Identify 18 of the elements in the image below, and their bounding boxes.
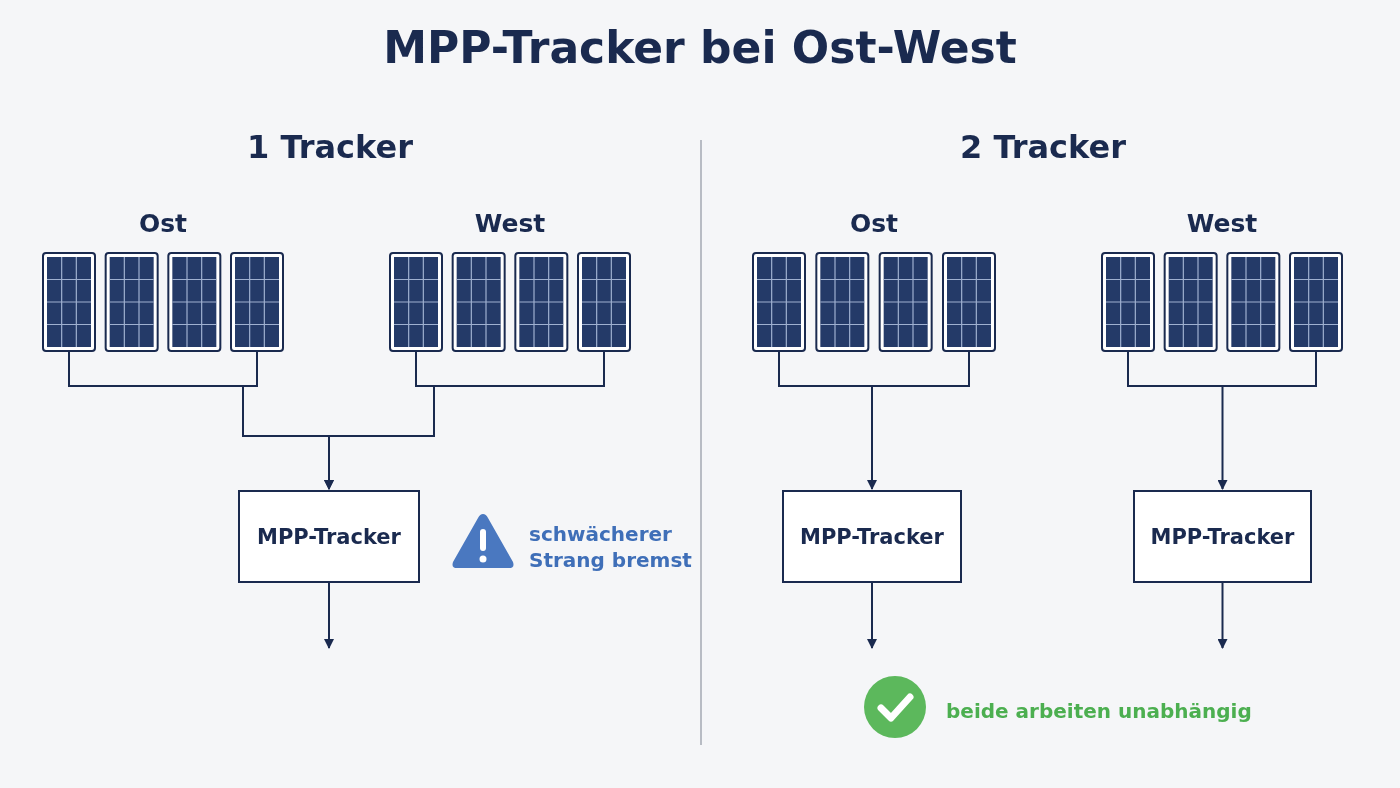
tracker-box: MPP-Tracker bbox=[782, 490, 962, 583]
success-note: beide arbeiten unabhängig bbox=[946, 699, 1252, 723]
connector-arrow bbox=[324, 582, 334, 649]
warning-note: schwächerer Strang bremst bbox=[529, 521, 693, 573]
string-label: Ost bbox=[849, 208, 899, 240]
string-label: West bbox=[474, 208, 546, 240]
tracker-box: MPP-Tracker bbox=[238, 490, 420, 583]
string-label: Ost bbox=[138, 208, 188, 240]
diagram-title: MPP-Tracker bei Ost-West bbox=[382, 22, 1018, 73]
section-heading: 2 Tracker bbox=[959, 128, 1127, 166]
string-label: West bbox=[1186, 208, 1258, 240]
connector-arrow bbox=[867, 582, 877, 649]
connector-arrow bbox=[778, 351, 970, 490]
section-heading: 1 Tracker bbox=[246, 128, 414, 166]
connector-arrow bbox=[1217, 582, 1228, 649]
connector-arrow bbox=[1127, 351, 1317, 490]
tracker-box: MPP-Tracker bbox=[1133, 490, 1312, 583]
connector-arrow bbox=[324, 351, 605, 490]
